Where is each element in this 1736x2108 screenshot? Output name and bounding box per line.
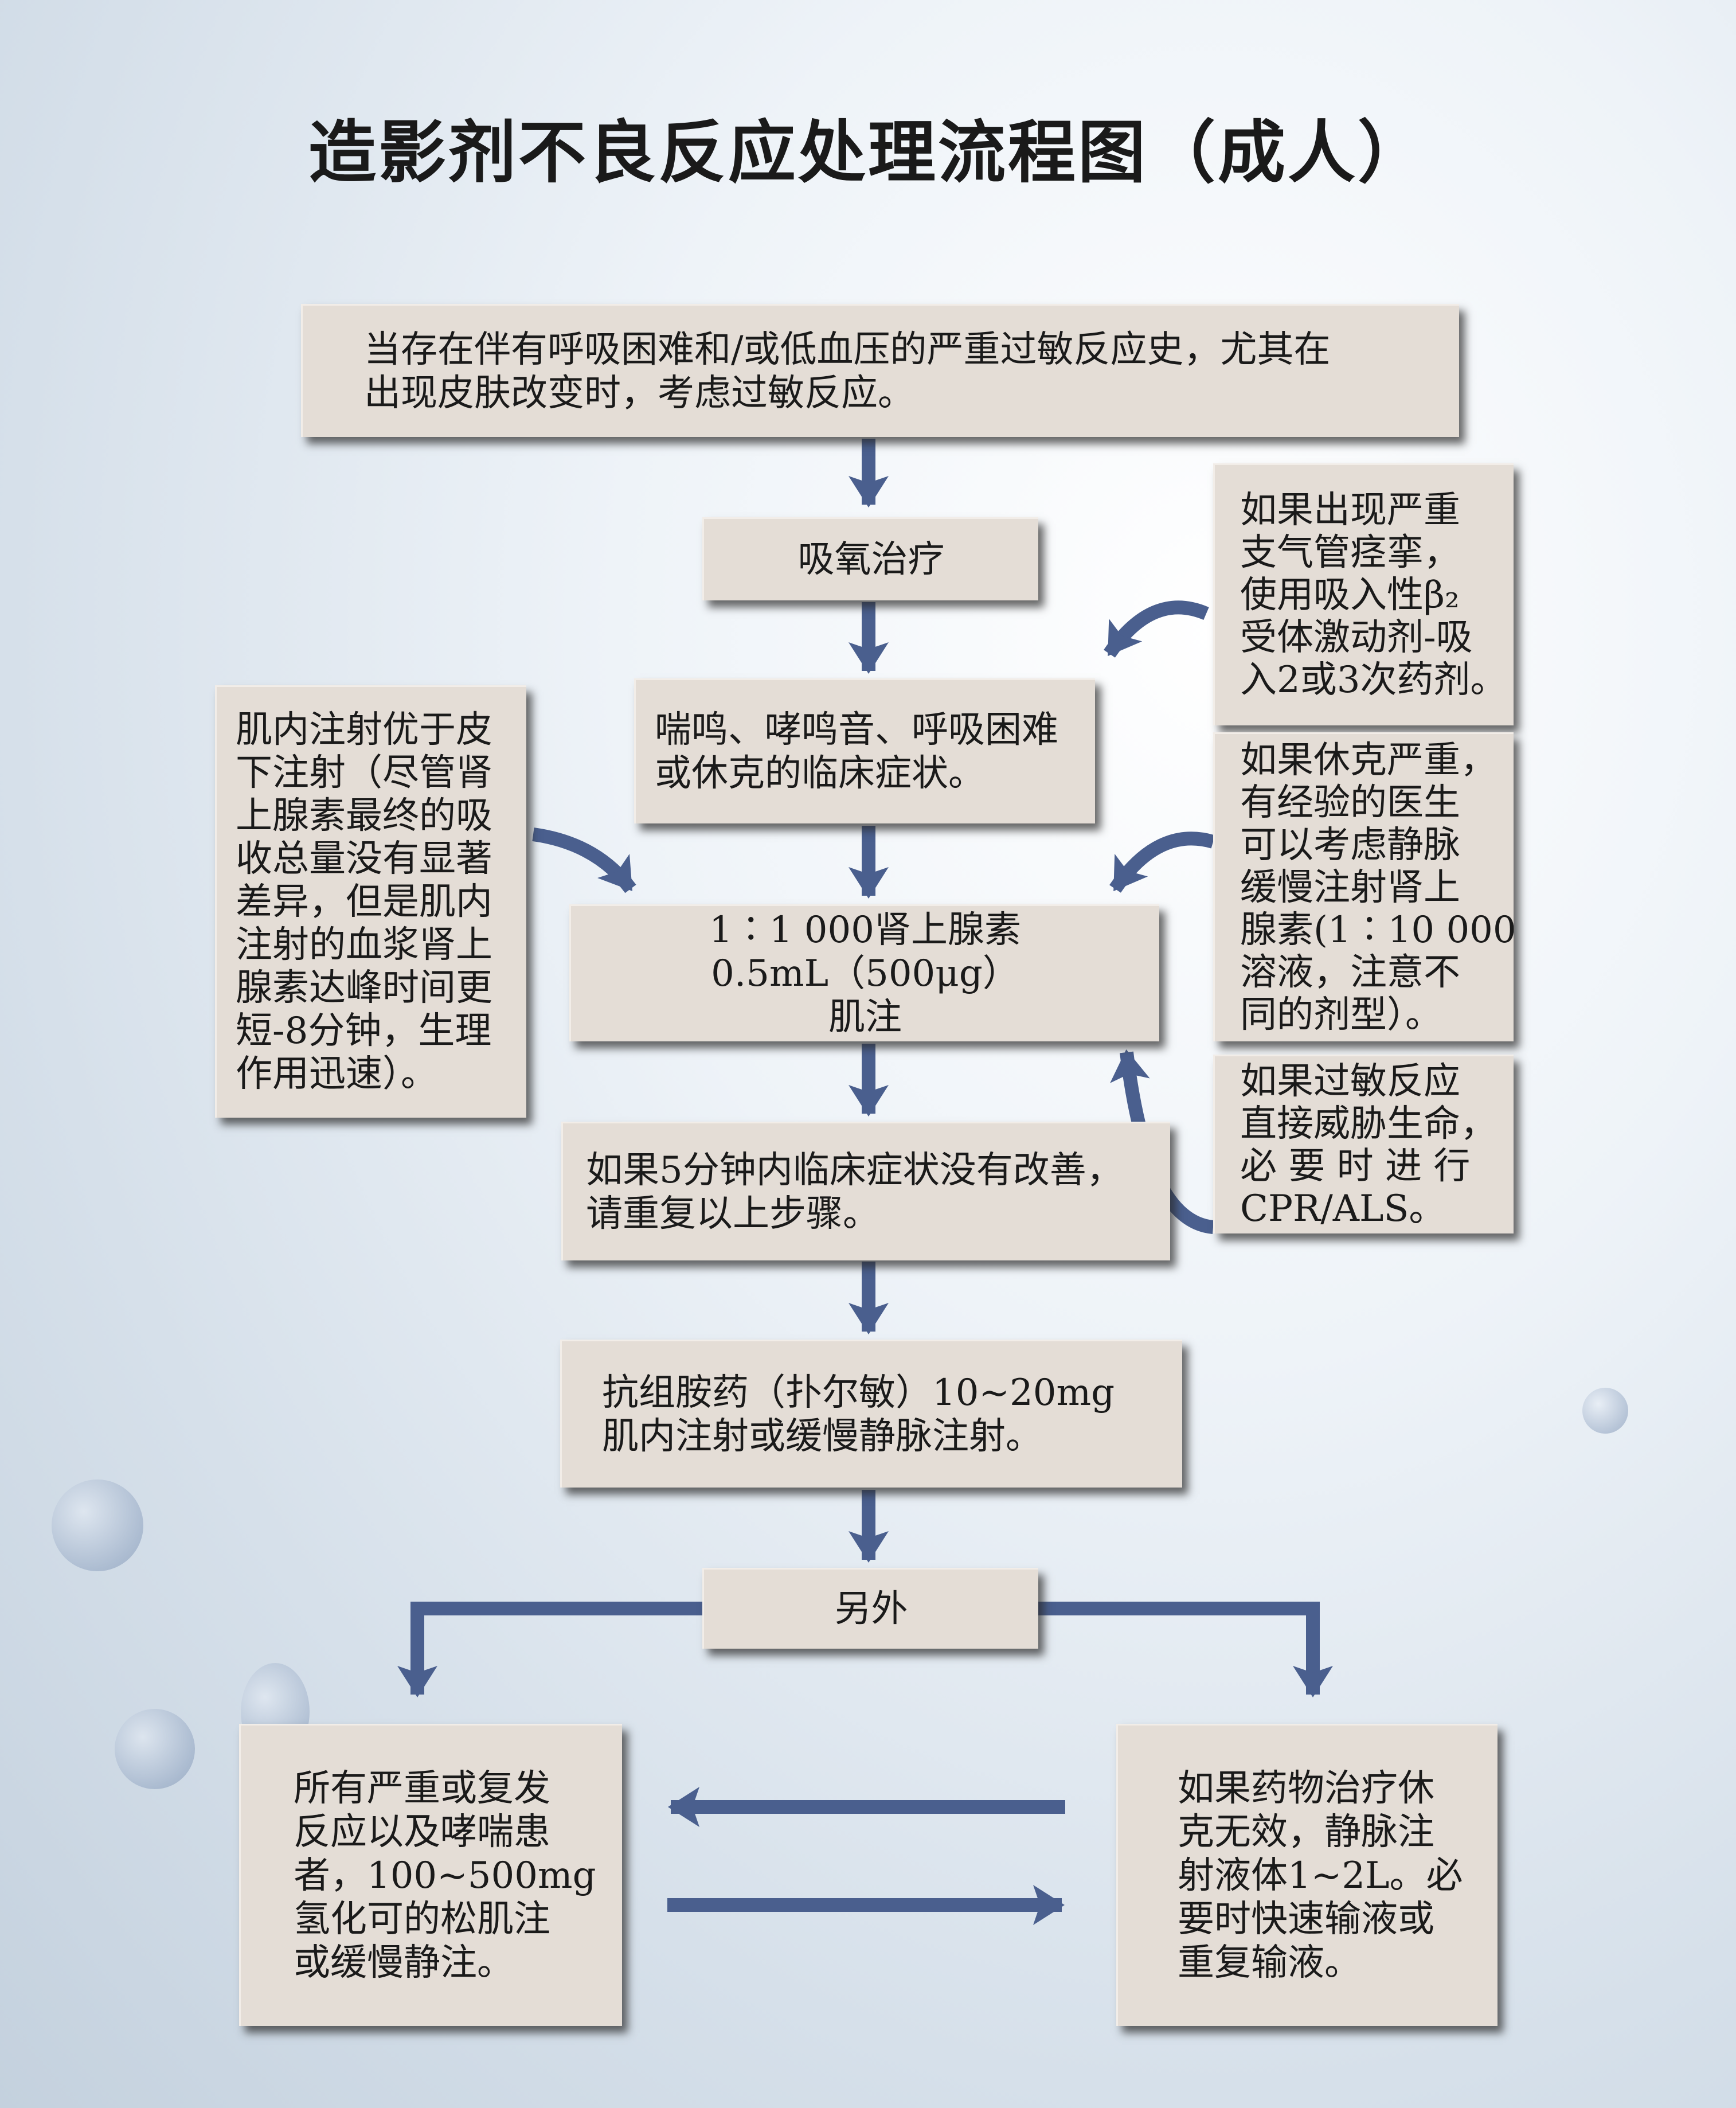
note-intramuscular: 肌内注射优于皮 下注射（尽管肾 上腺素最终的吸 收总量没有显著 差异，但是肌内 …: [215, 685, 526, 1118]
box-repeat-steps: 如果5分钟内临床症状没有改善， 请重复以上步骤。: [561, 1122, 1170, 1260]
text-line: 腺素(1∶10 000: [1240, 909, 1516, 951]
text-line: 必 要 时 进 行: [1240, 1145, 1471, 1188]
text-line: 当存在伴有呼吸困难和/或低血压的严重过敏反应史，尤其在: [364, 328, 1331, 371]
text-line: 作用迅速）。: [236, 1053, 437, 1095]
curved-arrow-left-note: [532, 827, 636, 893]
text-line: 上腺素最终的吸: [236, 795, 492, 837]
box-clinical-symptoms: 喘鸣、哮鸣音、呼吸困难 或休克的临床症状。: [634, 678, 1095, 823]
text-line: 1∶1 000肾上腺素: [709, 909, 1021, 951]
text-line: 溶液，注意不: [1240, 951, 1460, 994]
text-line: 如果过敏反应: [1240, 1060, 1460, 1103]
note-cpr: 如果过敏反应 直接威胁生命， 必 要 时 进 行 CPR/ALS。: [1213, 1055, 1514, 1233]
text-line: 同的剂型）。: [1240, 994, 1442, 1036]
text-line: 或休克的临床症状。: [655, 752, 985, 795]
text-line: 直接威胁生命，: [1240, 1102, 1497, 1145]
decorative-bubble: [52, 1479, 143, 1571]
text-line: 如果5分钟内临床症状没有改善，: [586, 1149, 1123, 1192]
text-line: 差异，但是肌内: [236, 881, 492, 923]
text-line: 反应以及哮喘患: [294, 1811, 550, 1853]
text-line: CPR/ALS。: [1240, 1187, 1446, 1230]
text-line: 肌注: [828, 996, 902, 1039]
box-antihistamine: 抗组胺药（扑尔敏）10~20mg 肌内注射或缓慢静脉注射。: [560, 1340, 1182, 1488]
text-line: 射液体1~2L。必: [1178, 1855, 1463, 1897]
branch-arrow-right: [1038, 1602, 1333, 1697]
text-line: 吸氧治疗: [797, 538, 945, 581]
text-line: 可以考虑静脉: [1240, 824, 1460, 866]
text-line: 者，100~500mg: [294, 1855, 596, 1897]
text-line: 或缓慢静注。: [294, 1942, 514, 1984]
box-epinephrine: 1∶1 000肾上腺素 0.5mL（500μg） 肌注: [569, 904, 1159, 1041]
text-line: 如果出现严重: [1240, 489, 1460, 532]
text-line: 如果休克严重，: [1240, 739, 1497, 782]
note-severe-shock: 如果休克严重， 有经验的医生 可以考虑静脉 缓慢注射肾上 腺素(1∶10 000…: [1213, 732, 1516, 1041]
curved-arrow-shock: [1109, 832, 1215, 893]
branch-arrow-left: [397, 1602, 702, 1697]
text-line: 抗组胺药（扑尔敏）10~20mg: [602, 1371, 1115, 1414]
box-initial-assessment: 当存在伴有呼吸困难和/或低血压的严重过敏反应史，尤其在 出现皮肤改变时，考虑过敏…: [301, 304, 1459, 437]
text-line: 肌内注射或缓慢静脉注射。: [602, 1415, 1042, 1458]
text-line: 腺素达峰时间更: [236, 967, 492, 1009]
text-line: 出现皮肤改变时，考虑过敏反应。: [364, 372, 914, 415]
box-fluid-infusion: 如果药物治疗休 克无效，静脉注 射液体1~2L。必 要时快速输液或 重复输液。: [1116, 1724, 1498, 2026]
text-line: 0.5mL（500μg）: [711, 952, 1019, 995]
box-oxygen-therapy: 吸氧治疗: [702, 517, 1038, 600]
box-additionally: 另外: [702, 1568, 1038, 1649]
box-hydrocortisone: 所有严重或复发 反应以及哮喘患 者，100~500mg 氢化可的松肌注 或缓慢静…: [239, 1724, 622, 2026]
text-line: 如果药物治疗休: [1178, 1767, 1434, 1810]
text-line: 重复输液。: [1178, 1942, 1361, 1984]
text-line: 注射的血浆肾上: [236, 924, 492, 966]
page-title: 造影剂不良反应处理流程图（成人）: [308, 112, 1428, 192]
text-line: 请重复以上步骤。: [586, 1192, 879, 1235]
text-line: 喘鸣、哮鸣音、呼吸困难: [655, 709, 1058, 751]
text-line: 使用吸入性β₂: [1240, 574, 1460, 616]
text-line: 所有严重或复发: [294, 1767, 550, 1810]
note-bronchospasm: 如果出现严重 支气管痉挛， 使用吸入性β₂ 受体激动剂-吸 入2或3次药剂。: [1213, 463, 1514, 725]
text-line: 氢化可的松肌注: [294, 1898, 550, 1941]
decorative-bubble: [115, 1709, 195, 1789]
text-line: 缓慢注射肾上: [1240, 866, 1460, 909]
text-line: 有经验的医生: [1240, 782, 1460, 824]
text-line: 入2或3次药剂。: [1240, 659, 1507, 701]
text-line: 下注射（尽管肾: [236, 752, 492, 794]
text-line: 支气管痉挛，: [1240, 532, 1460, 574]
text-line: 短-8分钟，生理: [236, 1010, 492, 1052]
text-line: 收总量没有显著: [236, 838, 492, 880]
decorative-bubble: [1582, 1388, 1628, 1434]
text-line: 要时快速输液或: [1178, 1898, 1434, 1941]
text-line: 肌内注射优于皮: [236, 709, 492, 751]
text-line: 受体激动剂-吸: [1240, 616, 1473, 659]
text-line: 克无效，静脉注: [1178, 1811, 1434, 1853]
text-line: 另外: [834, 1588, 908, 1630]
curved-arrow-bronchospasm: [1104, 600, 1209, 658]
